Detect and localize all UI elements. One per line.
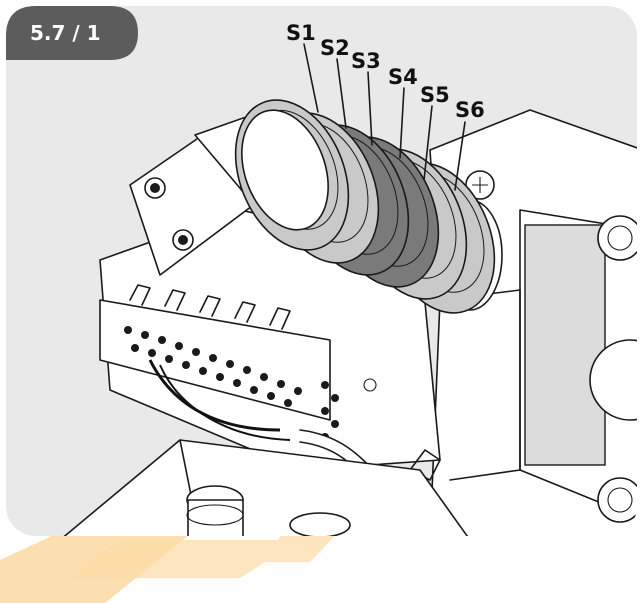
switch-labels: S1 S2 S3 S4 S5 S6 bbox=[286, 21, 485, 122]
switch-label-s1: S1 bbox=[286, 21, 316, 45]
lower-cover bbox=[59, 439, 471, 536]
motor-housing bbox=[429, 109, 637, 536]
shaft-cap bbox=[241, 109, 329, 231]
switch-label-s3: S3 bbox=[351, 49, 381, 73]
switch-label-s6: S6 bbox=[455, 98, 485, 122]
switch-label-s5: S5 bbox=[420, 83, 450, 107]
switch-label-s2: S2 bbox=[320, 36, 350, 60]
mechanism-drawing bbox=[59, 99, 637, 536]
leader-lines bbox=[303, 43, 466, 191]
figure-label: 5.7 / 1 bbox=[30, 21, 101, 45]
figure-badge: 5.7 / 1 bbox=[6, 6, 138, 60]
watermark-shape bbox=[0, 518, 350, 603]
terminal-block bbox=[99, 284, 339, 441]
switch-label-s4: S4 bbox=[388, 65, 418, 89]
